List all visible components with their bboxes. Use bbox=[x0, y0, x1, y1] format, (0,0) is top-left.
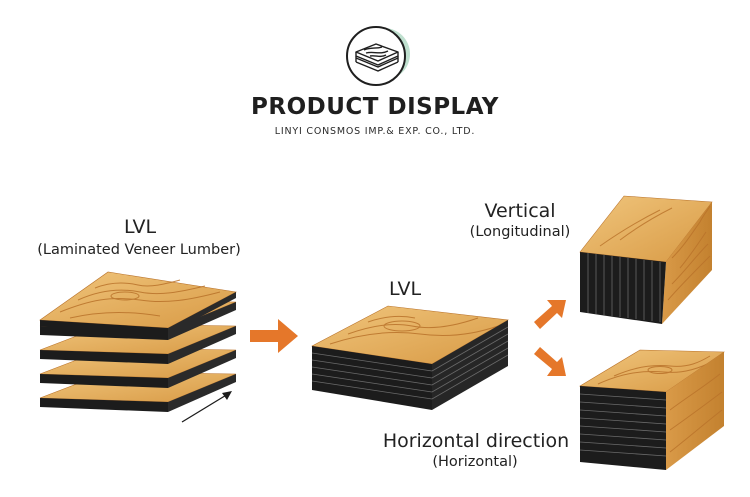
arrow-down-right-icon bbox=[534, 347, 566, 376]
page-title: PRODUCT DISPLAY bbox=[251, 94, 499, 120]
stage2-title: LVL bbox=[388, 278, 422, 300]
direction-arrow-icon bbox=[181, 391, 232, 423]
horizontal-subtitle: (Horizontal) bbox=[432, 454, 518, 470]
veneer-sheet-top bbox=[39, 271, 237, 334]
vertical-title: Vertical bbox=[484, 200, 556, 222]
wood-veneer-stack-icon bbox=[340, 22, 416, 90]
arrow-up-right-icon bbox=[534, 300, 566, 329]
horizontal-lvl-block bbox=[579, 349, 725, 470]
company-name: LINYI CONSMOS IMP.& EXP. CO., LTD. bbox=[274, 126, 476, 137]
horizontal-title: Horizontal direction bbox=[382, 430, 570, 452]
lvl-block bbox=[311, 305, 509, 410]
stage1-subtitle: (Laminated Veneer Lumber) bbox=[37, 242, 241, 258]
stage1-title: LVL bbox=[123, 216, 157, 238]
vertical-lvl-block bbox=[579, 195, 713, 324]
vertical-subtitle: (Longitudinal) bbox=[469, 224, 571, 240]
arrow-right-icon bbox=[250, 319, 298, 353]
veneer-sheets-stack bbox=[39, 271, 237, 423]
